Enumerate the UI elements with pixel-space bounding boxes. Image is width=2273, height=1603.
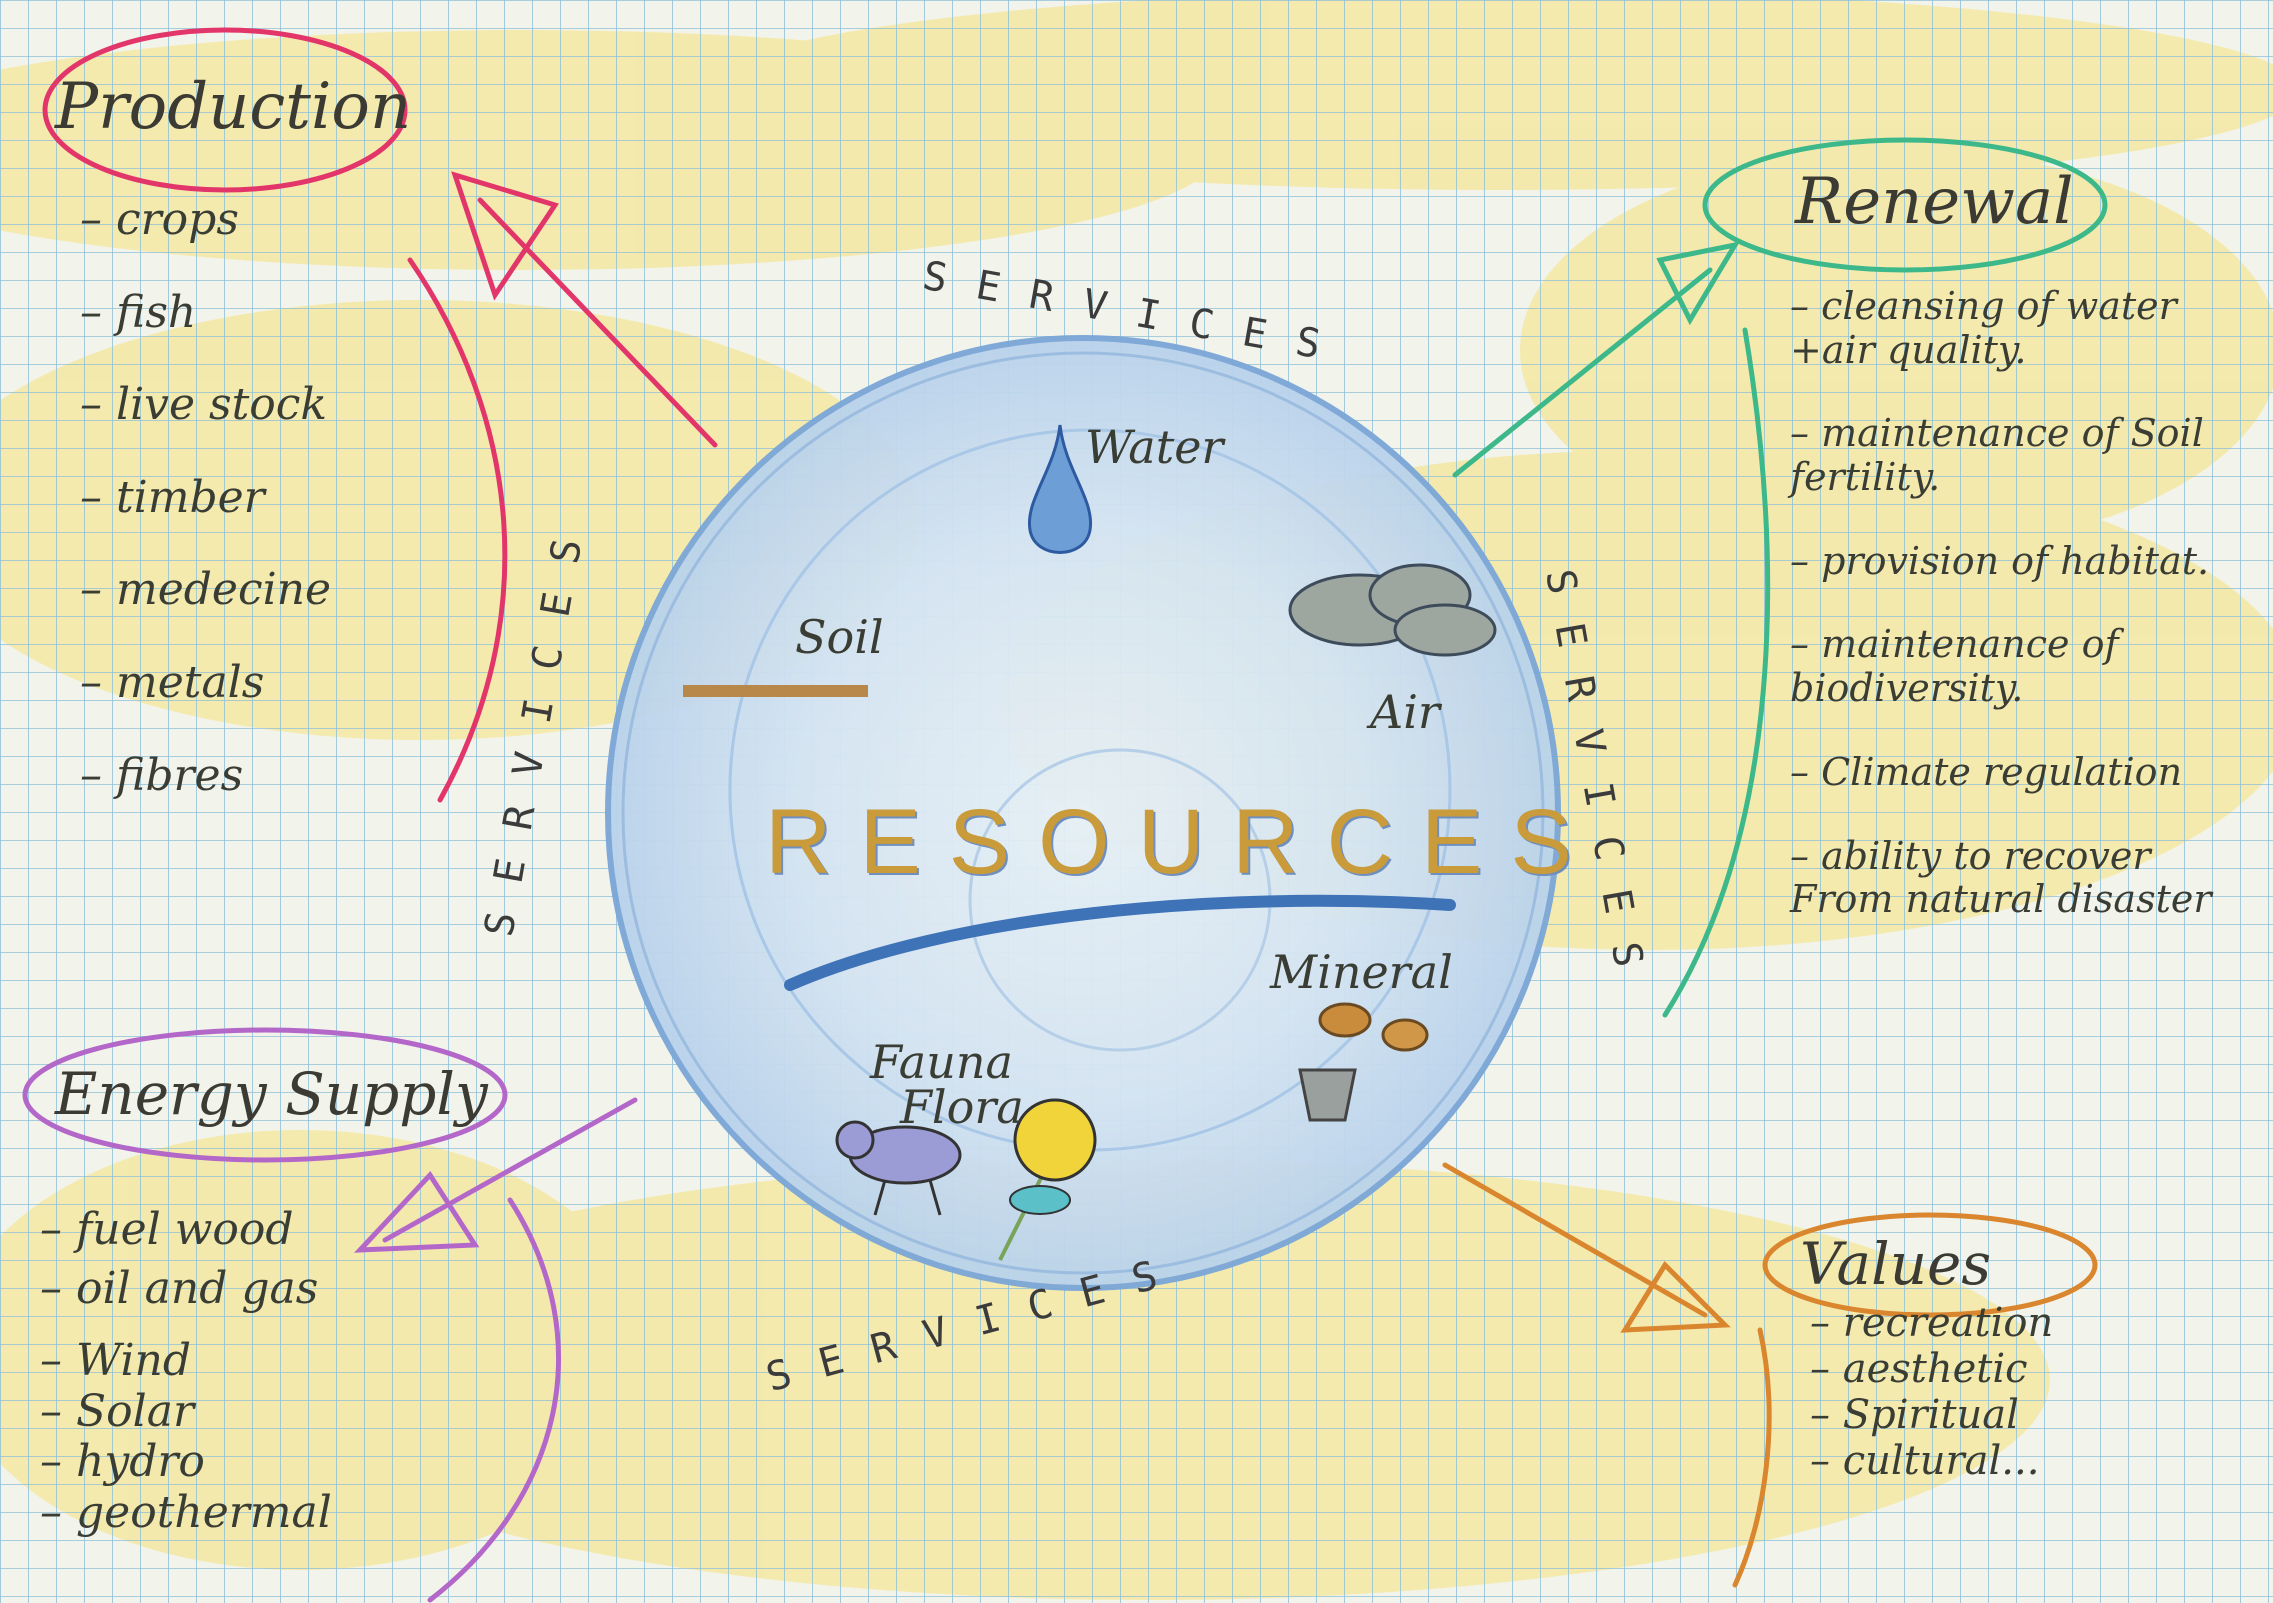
renewal-item: maintenance of biodiversity.: [1790, 623, 2230, 710]
production-item: timber: [80, 473, 331, 524]
renewal-item: Climate regulation: [1790, 751, 2230, 795]
renewal-item: maintenance of Soil fertility.: [1790, 412, 2230, 499]
production-title: Production: [55, 70, 411, 144]
soil-icon: [683, 685, 868, 697]
flora-label: Flora: [900, 1080, 1024, 1134]
water-label: Water: [1085, 420, 1223, 474]
energy-item: hydro: [40, 1437, 332, 1488]
values-item: Spiritual: [1810, 1392, 2053, 1438]
values-item: cultural...: [1810, 1438, 2053, 1484]
energy-list: fuel wood oil and gas Wind Solar hydro g…: [40, 1205, 332, 1539]
renewal-item: ability to recover From natural disaster: [1790, 835, 2230, 922]
production-item: medecine: [80, 565, 331, 616]
energy-item: fuel wood: [40, 1205, 332, 1256]
renewal-item: cleansing of water +air quality.: [1790, 285, 2230, 372]
production-item: crops: [80, 195, 331, 246]
production-list: crops fish live stock timber medecine me…: [80, 195, 331, 801]
values-title: Values: [1800, 1230, 1991, 1298]
energy-item: geothermal: [40, 1488, 332, 1539]
production-item: fibres: [80, 751, 331, 802]
production-item: fish: [80, 288, 331, 339]
values-list: recreation aesthetic Spiritual cultural.…: [1810, 1300, 2053, 1484]
energy-item: Solar: [40, 1387, 332, 1438]
values-item: aesthetic: [1810, 1346, 2053, 1392]
production-item: live stock: [80, 380, 331, 431]
energy-title: Energy Supply: [55, 1060, 488, 1128]
renewal-item: provision of habitat.: [1790, 540, 2230, 584]
resources-title: RESOURCES: [765, 790, 1600, 895]
energy-item: Wind: [40, 1336, 332, 1387]
values-item: recreation: [1810, 1300, 2053, 1346]
mineral-label: Mineral: [1270, 945, 1453, 999]
energy-item: oil and gas: [40, 1264, 332, 1315]
production-item: metals: [80, 658, 331, 709]
air-label: Air: [1370, 685, 1440, 739]
renewal-title: Renewal: [1795, 165, 2074, 239]
renewal-list: cleansing of water +air quality. mainten…: [1790, 285, 2230, 922]
soil-label: Soil: [795, 610, 884, 664]
